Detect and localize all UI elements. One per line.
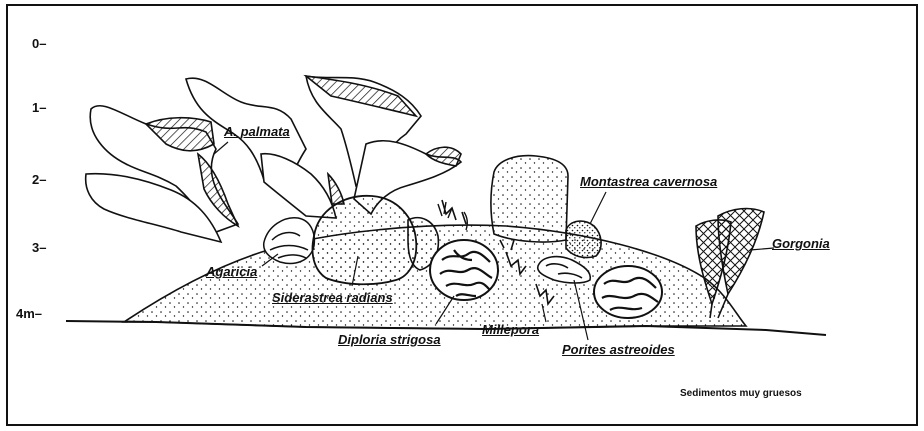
label-diploria: Diploria strigosa [338, 332, 441, 347]
siderastrea-coral [313, 196, 417, 284]
label-agaricia: Agaricia [206, 264, 257, 279]
label-millepora: Millepora [482, 322, 539, 337]
depth-tick-0: 0– [32, 36, 46, 51]
depth-tick-2: 2– [32, 172, 46, 187]
label-gorgonia: Gorgonia [772, 236, 830, 251]
label-siderastrea: Siderastrea radians [272, 290, 393, 305]
depth-tick-1: 1– [32, 100, 46, 115]
depth-tick-4m: 4m– [16, 306, 42, 321]
label-montastrea: Montastrea cavernosa [580, 174, 717, 189]
depth-tick-3: 3– [32, 240, 46, 255]
sediment-note: Sedimentos muy gruesos [680, 388, 802, 399]
montastrea-block [491, 156, 568, 242]
brain-coral-secondary [594, 266, 662, 318]
label-porites: Porites astreoides [562, 342, 675, 357]
diploria-coral [430, 240, 498, 300]
agaricia-coral [264, 218, 315, 264]
montastrea-coral [566, 221, 601, 258]
diagram-frame [6, 4, 918, 426]
label-a-palmata: A. palmata [224, 124, 290, 139]
